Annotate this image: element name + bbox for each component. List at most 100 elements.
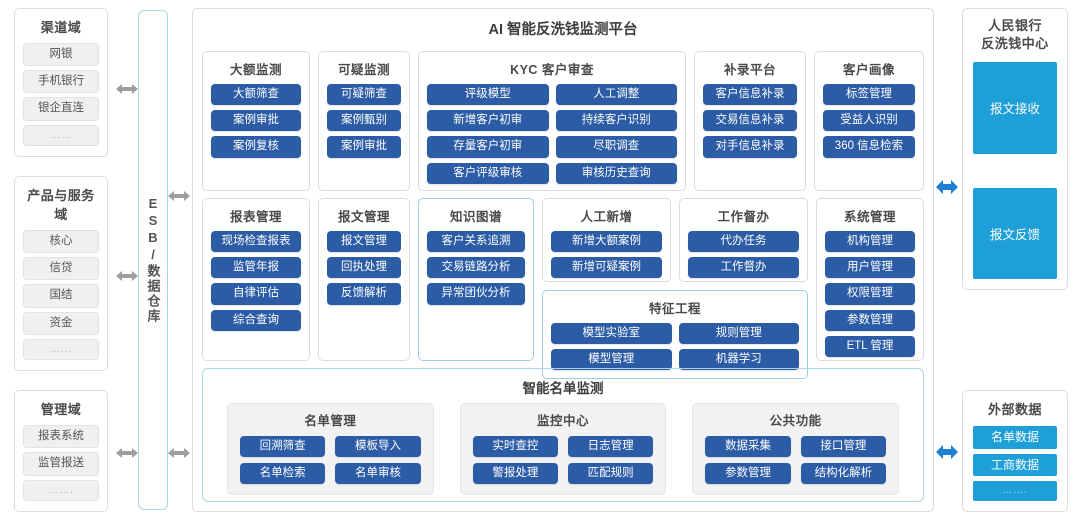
feature-chip[interactable]: 结构化解析 [800,463,887,485]
group-title: 渠道域 [40,20,82,35]
esb-data-warehouse-column: ESB/数据仓库 [138,10,168,510]
module-suspicious-monitor: 可疑监测 可疑筛查 案例甄别 案例审批 [318,51,410,191]
feature-chip[interactable]: 异常团伙分析 [427,283,525,305]
feature-chip[interactable]: 新增大额案例 [551,231,662,253]
feature-chip[interactable]: 权限管理 [825,283,915,305]
domain-item[interactable]: 国结 [23,284,99,308]
domain-item[interactable]: 银企直连 [23,97,99,121]
module-customer-profile: 客户画像 标签管理 受益人识别 360 信息检索 [814,51,924,191]
feature-chip[interactable]: 自律评估 [211,283,301,305]
arrow-column-esb-platform [168,4,190,516]
right-external-column: 人民银行 反洗钱中心 报文接收 报文反馈 外部数据 名单数据 工商数据 ……. [958,4,1076,516]
feature-chip[interactable]: 受益人识别 [823,110,915,132]
arrow-column-right [936,4,958,516]
feature-chip[interactable]: 新增客户初审 [427,110,549,132]
domain-item[interactable]: 手机银行 [23,70,99,94]
feature-chip[interactable]: 模型实验室 [551,323,672,345]
feature-chip[interactable]: 回溯筛查 [240,436,326,458]
feature-chip[interactable]: 匹配规则 [568,463,654,485]
module-title: 客户画像 [842,63,895,77]
feature-chip[interactable]: 回执处理 [327,257,401,279]
bidirectional-arrow-icon [116,446,138,460]
feature-chip[interactable]: 客户信息补录 [703,84,797,106]
module-kyc-customer-review: KYC 客户审查 评级模型 人工调整 新增客户初审 持续客户识别 存量客户初审 … [418,51,686,191]
feature-chip[interactable]: 参数管理 [705,463,791,485]
feature-chip[interactable]: 用户管理 [825,257,915,279]
feature-chip[interactable]: 规则管理 [678,323,799,345]
feature-chip[interactable]: 机器学习 [678,349,799,371]
module-title: 可疑监测 [337,63,390,77]
feature-chip[interactable]: 审核历史查询 [555,162,677,184]
feature-chip[interactable]: 客户关系追溯 [427,231,525,253]
feature-chip[interactable]: 名单审核 [335,463,421,485]
feature-chip[interactable]: 大额筛查 [211,84,301,106]
group-title: 公共功能 [769,414,822,428]
feature-chip[interactable]: 接口管理 [800,436,887,458]
feature-chip[interactable]: 交易信息补录 [703,110,797,132]
feature-chip[interactable]: 案例甄别 [327,110,401,132]
feature-chip[interactable]: 尽职调查 [555,136,677,158]
feature-chip[interactable]: 工作督办 [688,257,799,279]
feature-chip[interactable]: 名单检索 [240,463,326,485]
external-data-item[interactable]: 工商数据 [973,453,1057,476]
module-title: 特征工程 [648,302,701,316]
feature-chip[interactable]: 标签管理 [823,84,915,106]
feature-chip[interactable]: 参数管理 [825,309,915,331]
platform-row-2: 报表管理 现场检查报表 监管年报 自律评估 综合查询 报文管理 报文管理 回执处… [202,198,924,380]
feature-chip[interactable]: 警报处理 [472,463,558,485]
feature-chip[interactable]: 案例审批 [211,110,301,132]
module-title: 报表管理 [229,210,282,224]
feature-chip[interactable]: 监管年报 [211,257,301,279]
feature-chip[interactable]: 人工调整 [555,84,677,106]
feature-chip[interactable]: 持续客户识别 [555,110,677,132]
intelligent-list-monitoring-section: 智能名单监测 名单管理 回溯筛查 模板导入 名单检索 名单审核 监控中心 实时查… [202,368,924,502]
group-title: 产品与服务域 [27,187,95,222]
feature-chip[interactable]: 代办任务 [688,231,799,253]
feature-chip[interactable]: 评级模型 [427,84,549,106]
platform-row-1: 大额监测 大额筛查 案例审批 案例复核 可疑监测 可疑筛查 案例甄别 案例审批 … [202,51,924,191]
module-title: KYC 客户审查 [510,63,594,77]
external-data-item-ellipsis: ……. [973,481,1057,501]
feature-chip[interactable]: 综合查询 [211,309,301,331]
panel-title-line2: 反洗钱中心 [981,35,1049,51]
group-list-management: 名单管理 回溯筛查 模板导入 名单检索 名单审核 [227,403,434,496]
message-receive-block[interactable]: 报文接收 [973,62,1057,154]
feature-chip[interactable]: 案例复核 [211,136,301,158]
domain-item[interactable]: 监管报送 [23,452,99,476]
feature-chip[interactable]: 客户评级审核 [427,162,549,184]
feature-chip[interactable]: 报文管理 [327,231,401,253]
message-feedback-block[interactable]: 报文反馈 [973,187,1057,279]
domain-item[interactable]: 资金 [23,311,99,335]
panel-title: 人民银行 反洗钱中心 [973,17,1057,52]
external-data-item[interactable]: 名单数据 [973,426,1057,449]
feature-chip[interactable]: 现场检查报表 [211,231,301,253]
feature-chip[interactable]: 实时查控 [472,436,558,458]
group-title: 名单管理 [304,414,357,428]
panel-title: 外部数据 [987,402,1042,418]
feature-chip[interactable]: 反馈解析 [327,283,401,305]
bidirectional-arrow-icon [936,179,958,194]
module-title: 报文管理 [337,210,390,224]
domain-item[interactable]: 报表系统 [23,425,99,449]
feature-chip[interactable]: 可疑筛查 [327,84,401,106]
domain-item[interactable]: 网银 [23,43,99,67]
domain-item[interactable]: 信贷 [23,257,99,281]
feature-chip[interactable]: 交易链路分析 [427,257,525,279]
feature-chip[interactable]: 新增可疑案例 [551,257,662,279]
feature-chip[interactable]: 模板导入 [335,436,421,458]
domain-group-channel: 渠道域 网银 手机银行 银企直连 …… [14,8,108,158]
module-knowledge-graph: 知识图谱 客户关系追溯 交易链路分析 异常团伙分析 [418,198,534,361]
feature-chip[interactable]: 360 信息检索 [823,136,915,158]
feature-chip[interactable]: 数据采集 [705,436,791,458]
feature-chip[interactable]: 存量客户初审 [427,136,549,158]
feature-chip[interactable]: 模型管理 [551,349,672,371]
module-feature-engineering: 特征工程 模型实验室 规则管理 模型管理 机器学习 [542,290,808,380]
feature-chip[interactable]: 日志管理 [568,436,654,458]
feature-chip[interactable]: 案例审批 [327,136,401,158]
spacer [973,154,1057,188]
feature-chip[interactable]: 机构管理 [825,231,915,253]
feature-chip[interactable]: 对手信息补录 [703,136,797,158]
feature-chip[interactable]: ETL 管理 [825,335,915,358]
arrow-column-left [116,4,138,516]
domain-item[interactable]: 核心 [23,229,99,254]
